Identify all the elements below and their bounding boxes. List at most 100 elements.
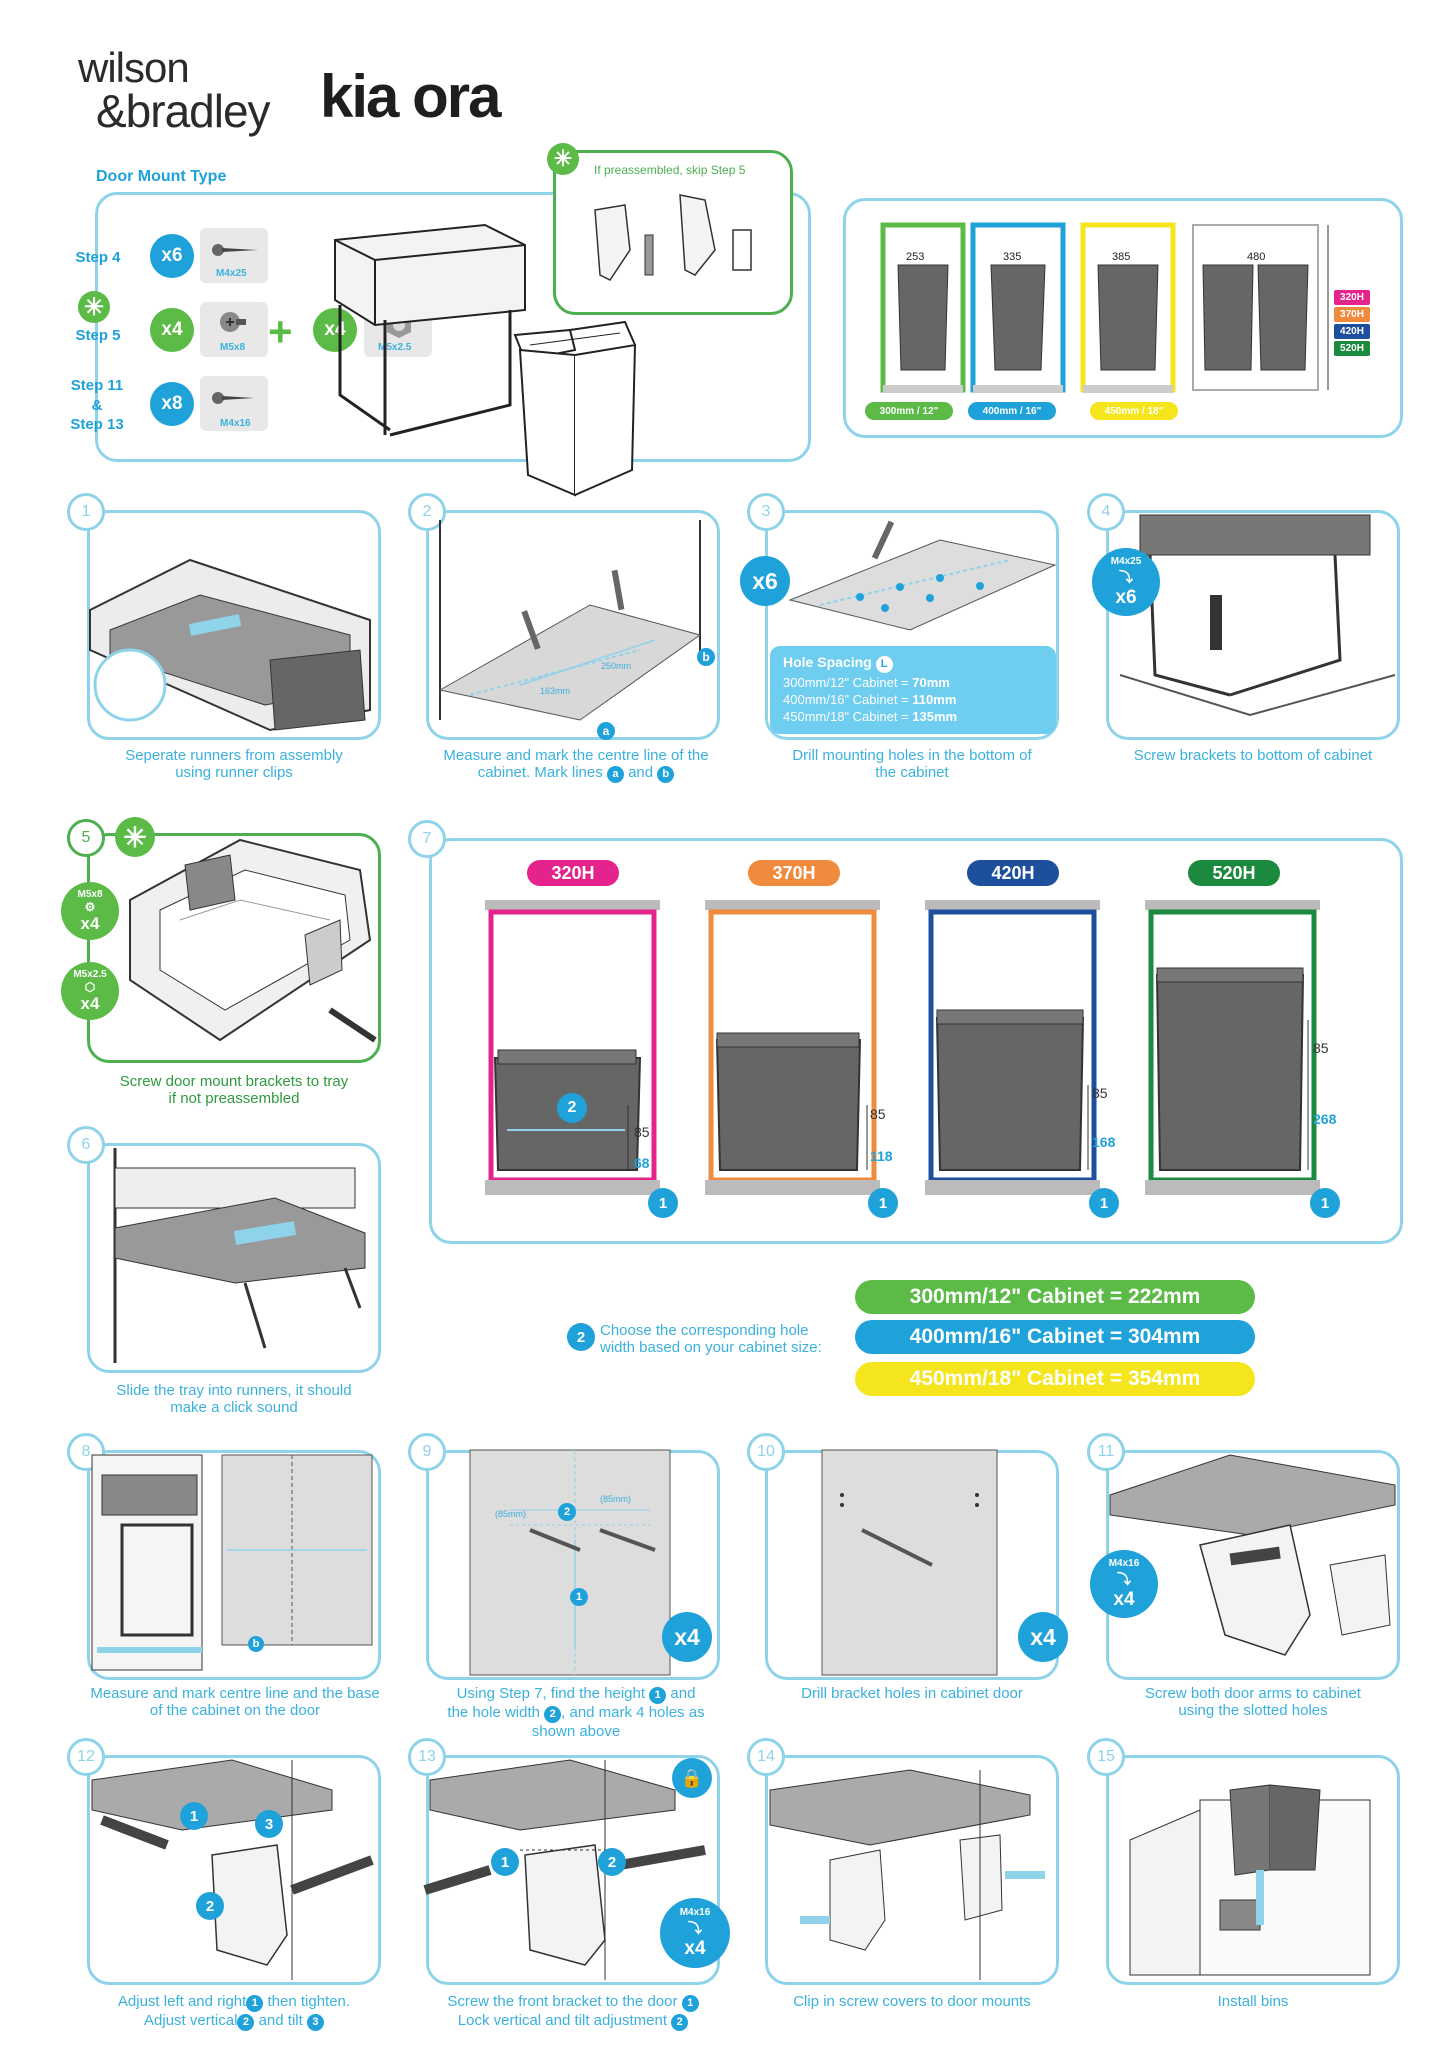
hw-code: M4x25 (216, 268, 247, 279)
bracket-mount-drawing (1119, 514, 1396, 717)
size-pill: 450mm / 18" (1090, 402, 1178, 420)
step-number: 15 (1087, 1738, 1125, 1776)
door-holes-drawing (469, 1449, 671, 1676)
sizes-drawing (880, 222, 1329, 393)
step-number: 5 (67, 819, 105, 857)
marker-two: 2 (558, 1503, 576, 1521)
door-drill-drawing (821, 1449, 998, 1676)
bracket-drawing (594, 194, 752, 281)
plus-sign: + (268, 308, 293, 355)
bolt-icon (220, 312, 246, 332)
width-label: 335 (1003, 251, 1022, 263)
dimension-label: 250mm (601, 661, 632, 671)
front-bracket-drawing (423, 1759, 706, 1980)
step-number: 13 (408, 1738, 446, 1776)
step-caption: Screw brackets to bottom of cabinet (1133, 747, 1373, 764)
width-label: 480 (1247, 251, 1266, 263)
step-caption: Screw the front bracket to the door 1 Lo… (426, 1993, 720, 2031)
marker-b: b (697, 648, 715, 666)
asterisk-icon: ✳ (547, 143, 579, 175)
install-bins-drawing (1129, 1784, 1371, 1976)
amp-label: & (91, 397, 103, 414)
slide-tray-drawing (113, 1148, 366, 1363)
nut-badge: M5x2.5 ⬡ x4 (61, 962, 119, 1020)
step-number: 11 (1087, 1433, 1125, 1471)
drill-base-drawing (788, 520, 1057, 631)
runner-drawing (89, 558, 371, 732)
dim-upper: 85 (1092, 1085, 1108, 1101)
height-tag: 370H (1334, 307, 1370, 322)
dim-upper: 85 (1313, 1040, 1329, 1056)
step-number: 12 (67, 1738, 105, 1776)
step-number: 7 (408, 820, 446, 858)
screw-badge: M4x25 ⤵ x6 (1092, 548, 1160, 616)
marker-one: 1 (570, 1588, 588, 1606)
preassembled-note: If preassembled, skip Step 5 (594, 163, 746, 177)
marker-b: b (248, 1636, 264, 1652)
screw-icon (212, 392, 254, 404)
step-number: 10 (747, 1433, 785, 1471)
screw-icon (212, 244, 258, 256)
marker-a: a (597, 722, 615, 740)
marker-one: 1 (1310, 1188, 1340, 1218)
hw-card (200, 228, 268, 283)
size-pill: 400mm / 16" (968, 402, 1056, 420)
height-label: 370H (748, 860, 840, 886)
marker-three: 3 (255, 1810, 283, 1838)
height-tag: 320H (1334, 290, 1370, 305)
height-tag: 520H (1334, 341, 1370, 356)
dim-lower: 168 (1092, 1134, 1116, 1150)
qty-badge: x6 (740, 556, 790, 606)
height-label: 320H (527, 860, 619, 886)
door-arm-drawing (1109, 1454, 1396, 1656)
marker-one: 1 (868, 1188, 898, 1218)
step13-label: Step 13 (70, 416, 124, 433)
door-mark-drawing (91, 1454, 373, 1671)
dim-lower: 68 (634, 1155, 650, 1171)
kia-ora-logo: kia ora (320, 63, 501, 130)
step-number: 9 (408, 1433, 446, 1471)
asterisk-icon: ✳ (115, 817, 155, 857)
asterisk-icon: ✳ (78, 291, 110, 323)
dimension-label: (85mm) (600, 1494, 631, 1504)
height-cabinets-drawing (485, 900, 1320, 1195)
step-caption: Using Step 7, find the height 1 and the … (447, 1685, 705, 1740)
step-number: 3 (747, 493, 785, 531)
hole-width-row: 450mm/18" Cabinet = 354mm (855, 1362, 1255, 1396)
step-number: 6 (67, 1126, 105, 1164)
marker-two: 2 (557, 1093, 587, 1123)
door-mount-title: Door Mount Type (96, 168, 227, 185)
hw-code: M5x8 (220, 342, 246, 353)
hw-qty-badge: x4 (150, 308, 194, 352)
qty-badge: x4 (662, 1612, 712, 1662)
marker-one: 1 (180, 1802, 208, 1830)
step5-label: Step 5 (75, 327, 121, 344)
wilson-bradley-logo: wilson &bradley (78, 44, 298, 144)
hole-spacing-row: 300mm/12" Cabinet = 70mm (783, 675, 950, 690)
screw-badge: M4x16 ⤵ x4 (1090, 1550, 1158, 1618)
hole-spacing-title: Hole Spacing L (783, 654, 893, 673)
dim-upper: 85 (870, 1106, 886, 1122)
screw-cover-drawing (769, 1769, 1045, 1980)
qty-badge: x4 (1018, 1612, 1068, 1662)
dim-lower: 268 (1313, 1111, 1337, 1127)
hw-card (200, 376, 268, 431)
bin-unit-drawing (334, 223, 637, 497)
hw-qty-badge: x8 (150, 382, 194, 426)
cabinet-base-drawing (438, 520, 702, 721)
hw-code: M5x2.5 (378, 342, 412, 353)
hole-width-row: 400mm/16" Cabinet = 304mm (855, 1320, 1255, 1354)
marker-one: 1 (491, 1848, 519, 1876)
step-number: 4 (1087, 493, 1125, 531)
width-label: 253 (906, 251, 925, 263)
marker-one: 1 (648, 1188, 678, 1218)
screw-badge: M5x8 ⚙ x4 (61, 882, 119, 940)
tray-drawing (129, 838, 377, 1043)
